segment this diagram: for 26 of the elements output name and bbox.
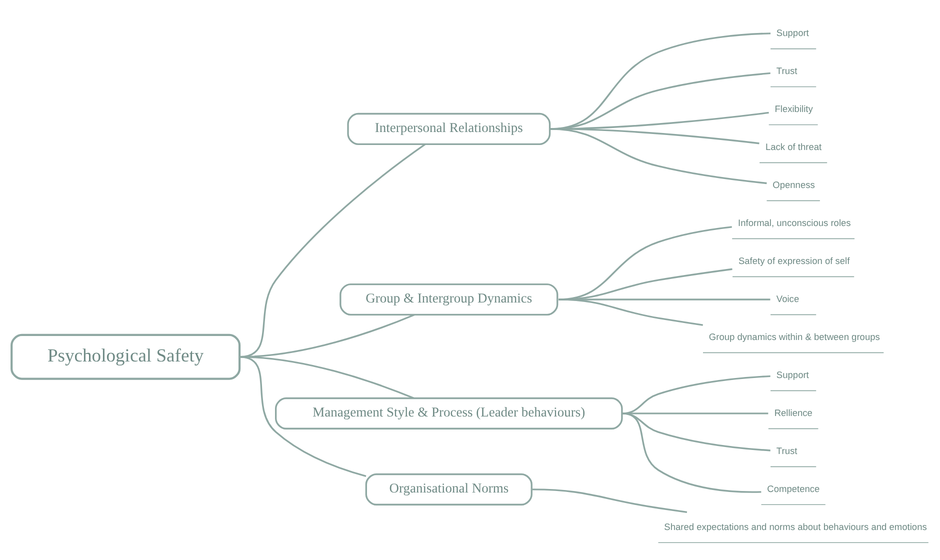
connector	[239, 356, 366, 476]
node-box: Group & Intergroup Dynamics	[340, 282, 558, 316]
node-text: Voice	[776, 293, 800, 304]
connector	[240, 356, 414, 398]
node-text: Rellience	[774, 407, 812, 418]
node-text: Shared expectations and norms about behaviours and emotions	[664, 521, 927, 532]
node-text: Group dynamics within & between groups	[708, 331, 880, 342]
connector	[550, 128, 767, 184]
connector	[558, 298, 703, 326]
node-text: Trust	[776, 445, 798, 456]
node-text: Safety of expression of self	[738, 255, 850, 266]
node-text: Openness	[772, 179, 815, 190]
node-text: Competence	[767, 483, 820, 494]
node-text: Support	[776, 27, 809, 38]
connector	[622, 412, 770, 451]
node-box: Management Style & Process (Leader behaviours)	[274, 396, 623, 429]
node-box: Interpersonal Relationships	[347, 112, 551, 144]
node-text: Informal, unconscious roles	[738, 217, 851, 228]
node-text: Flexibility	[774, 103, 813, 114]
connector	[532, 488, 688, 513]
connector	[622, 412, 762, 492]
node-text: Lack of threat	[765, 141, 822, 152]
node-box: Psychological Safety	[10, 333, 241, 380]
node-text: Support	[776, 369, 809, 380]
node-text: Trust	[776, 65, 798, 76]
node-box: Organisational Norms	[365, 472, 532, 505]
